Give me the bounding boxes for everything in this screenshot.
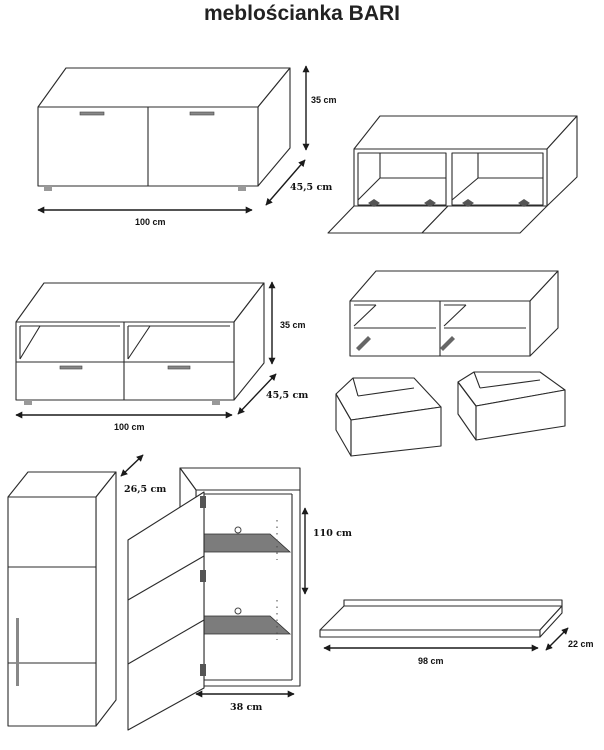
tv-cabinet-drawers bbox=[15, 281, 277, 419]
door-handle-right bbox=[189, 111, 215, 116]
cabinet1-height-label: 35 cm bbox=[311, 95, 337, 105]
shelf-width-label: 98 cm bbox=[418, 656, 444, 666]
wall-shelf bbox=[319, 599, 569, 652]
page-title: meblościanka BARI bbox=[203, 2, 401, 25]
tall-depth-label: 26,5 cm bbox=[124, 484, 166, 495]
cabinet2-height-label: 35 cm bbox=[280, 320, 306, 330]
tall-width-label: 38 cm bbox=[230, 702, 262, 713]
door-handle-left bbox=[79, 111, 105, 116]
tv-cabinet-open bbox=[327, 115, 578, 234]
tall-height-label: 110 cm bbox=[313, 528, 352, 539]
cabinet-frame-open bbox=[349, 270, 559, 357]
shelf-depth-label: 22 cm bbox=[568, 639, 594, 649]
tv-cabinet-closed bbox=[37, 65, 310, 214]
tall-cabinet-open bbox=[127, 467, 309, 731]
cabinet2-width-label: 100 cm bbox=[114, 422, 145, 432]
cabinet2-depth-label: 45,5 cm bbox=[266, 390, 308, 401]
tall-cabinet-closed bbox=[7, 454, 144, 727]
drawer-left bbox=[335, 377, 442, 457]
drawer-right bbox=[457, 371, 566, 441]
cabinet1-depth-label: 45,5 cm bbox=[290, 182, 332, 193]
cabinet1-width-label: 100 cm bbox=[135, 217, 166, 227]
